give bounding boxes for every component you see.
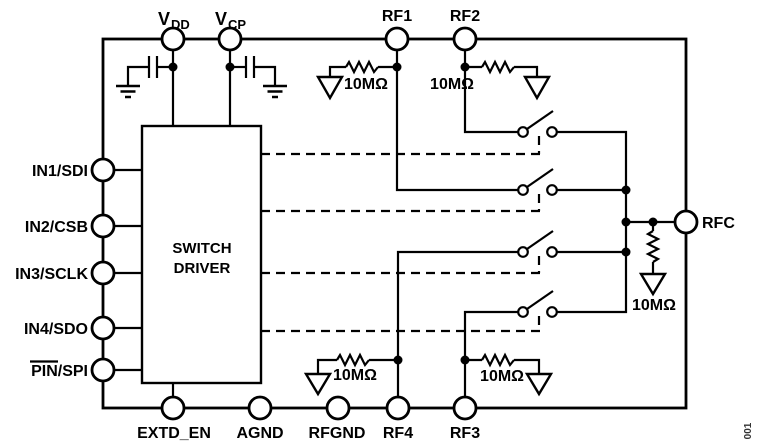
pin-agnd xyxy=(247,395,273,421)
control-lines xyxy=(261,136,541,333)
pin-in3-sclk xyxy=(90,260,116,286)
label-in1-sdi: IN1/SDI xyxy=(32,163,88,180)
label-vdd-main: V xyxy=(158,9,170,29)
shunt-resistor-rf4: 10MΩ xyxy=(303,352,398,397)
wiring xyxy=(114,50,676,397)
block-label-line2: DRIVER xyxy=(174,260,231,277)
label-rf2: RF2 xyxy=(450,8,480,25)
bypass-capacitor-vdd xyxy=(116,56,173,99)
ground-triangle-icon xyxy=(524,372,554,397)
pin-rf3 xyxy=(452,395,478,421)
pin-rf2 xyxy=(452,26,478,52)
shunt-resistor-rf3: 10MΩ xyxy=(465,352,554,397)
label-agnd: AGND xyxy=(236,425,283,442)
shunt-resistor-rfc: 10MΩ xyxy=(632,222,676,314)
earth-ground-icon xyxy=(116,84,140,99)
ground-triangle-icon xyxy=(522,75,552,101)
switch-rf1 xyxy=(517,168,558,196)
pin-in1-sdi xyxy=(90,157,116,183)
pin-rfgnd xyxy=(325,395,351,421)
pin-rfc xyxy=(673,209,699,235)
label-pin-spi: PIN/SPI xyxy=(31,363,88,380)
figure-number: 001 xyxy=(743,422,754,439)
label-rf3: RF3 xyxy=(450,425,480,442)
label-in4-sdo: IN4/SDO xyxy=(24,321,88,338)
pin-extd-en xyxy=(160,395,186,421)
switch-driver-block: SWITCH DRIVER xyxy=(140,124,263,385)
ground-triangle-icon xyxy=(638,272,668,297)
label-vcp-sub: CP xyxy=(228,17,246,32)
resistor-value: 10MΩ xyxy=(430,76,474,93)
switch-rf4 xyxy=(517,230,558,258)
junction-dots xyxy=(168,62,658,365)
package-pins xyxy=(90,26,699,421)
pin-labels: V DD V CP RF1 RF2 IN1/SDI IN2/CSB IN3/SC… xyxy=(15,8,735,442)
shunt-resistor-rf1: 10MΩ xyxy=(315,59,397,101)
switch-rf2 xyxy=(517,110,558,138)
label-vcp-main: V xyxy=(215,9,227,29)
label-vdd-sub: DD xyxy=(171,17,190,32)
label-extd-en: EXTD_EN xyxy=(137,425,211,442)
ground-triangle-icon xyxy=(303,372,333,397)
pin-rf4 xyxy=(385,395,411,421)
resistor-value: 10MΩ xyxy=(344,76,388,93)
resistor-value: 10MΩ xyxy=(333,367,377,384)
label-rfc: RFC xyxy=(702,215,735,232)
shunt-resistor-rf2: 10MΩ xyxy=(430,59,552,101)
pin-vdd xyxy=(160,26,186,52)
pin-pin-spi xyxy=(90,357,116,383)
resistor-value: 10MΩ xyxy=(632,297,676,314)
pin-in2-csb xyxy=(90,213,116,239)
label-rfgnd: RFGND xyxy=(309,425,366,442)
label-in3-sclk: IN3/SCLK xyxy=(15,266,88,283)
label-rf4: RF4 xyxy=(383,425,413,442)
resistor-value: 10MΩ xyxy=(480,368,524,385)
ground-triangle-icon xyxy=(315,75,345,101)
bypass-capacitor-vcp xyxy=(230,56,287,99)
pin-rf1 xyxy=(384,26,410,52)
pin-in4-sdo xyxy=(90,315,116,341)
label-in2-csb: IN2/CSB xyxy=(25,219,88,236)
switch-rf3 xyxy=(517,290,558,318)
label-rf1: RF1 xyxy=(382,8,412,25)
block-label-line1: SWITCH xyxy=(172,240,231,257)
pin-vcp xyxy=(217,26,243,52)
earth-ground-icon xyxy=(263,84,287,99)
